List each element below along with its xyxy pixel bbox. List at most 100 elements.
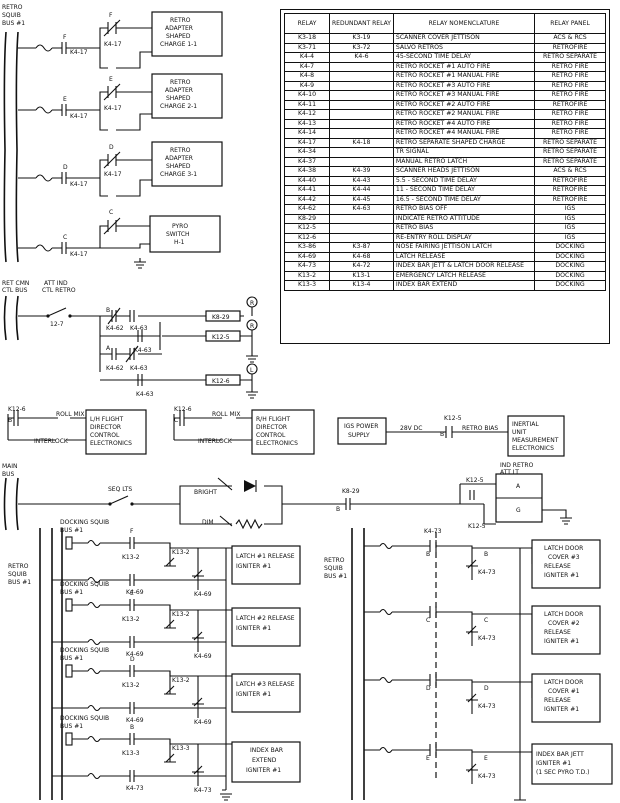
cell-relay: K4-40: [284, 175, 330, 186]
cell-redundant-relay: K4-18: [329, 137, 394, 148]
charge-box-line: ADAPTER: [165, 155, 193, 162]
cell-relay: K3-71: [284, 42, 330, 53]
fuse-icon: [379, 746, 393, 754]
box-line: RELEASE: [544, 697, 571, 704]
cell-redundant-relay: [329, 156, 394, 167]
box-line: INDEX BAR: [250, 747, 283, 754]
relay-label-2: K4-17: [70, 181, 88, 188]
box-line: DIRECTOR: [256, 424, 287, 431]
cell-panel: RETRO FIRE: [534, 71, 606, 82]
lamp-a-label: A: [516, 483, 521, 490]
cell-nomenclature: RETRO ROCKET #2 AUTO FIRE: [392, 99, 536, 110]
relay-label: K4-69: [194, 653, 212, 660]
cell-panel: IGS: [534, 223, 606, 234]
box-line: INDEX BAR JETT: [536, 751, 584, 758]
relay-label: K4-73: [478, 773, 496, 780]
bus-bar-left-edge: [3, 31, 7, 263]
box-line: LATCH DOOR: [544, 545, 583, 552]
contact-letter: C: [426, 617, 430, 624]
relay-label: K13-2: [172, 549, 190, 556]
fuse-icon: [379, 542, 393, 550]
box-line: EXTEND: [252, 757, 277, 764]
ground-icon: [246, 355, 258, 363]
cell-redundant-relay: [329, 223, 394, 234]
cell-redundant-relay: [329, 213, 394, 224]
cell-relay: K3-86: [284, 242, 330, 253]
box-line: IGNITER #1: [236, 563, 271, 570]
ground-icon: [542, 509, 572, 525]
relay-label-2: K4-17: [70, 49, 88, 56]
cell-relay: K4-41: [284, 185, 330, 196]
contact-letter: B: [440, 431, 444, 438]
relay-coil-label: K8-29: [212, 314, 230, 321]
cell-panel: RETRO SEPARATE: [534, 147, 606, 158]
relay-label: K13-2: [122, 616, 140, 623]
box-line: R/H FLIGHT: [256, 416, 290, 423]
col-relay: RELAY: [284, 13, 330, 34]
fuse-icon: [87, 735, 101, 780]
box-line: LATCH #1 RELEASE: [236, 553, 295, 560]
cell-redundant-relay: K3-72: [329, 42, 394, 53]
cell-redundant-relay: [329, 80, 394, 91]
relay-label: K4-69: [194, 591, 212, 598]
charge-box: [151, 73, 223, 119]
relay-coil: [205, 374, 241, 386]
charge-box-line: RETRO: [170, 17, 191, 24]
charge-box-line: RETRO: [170, 147, 191, 154]
relay-label: K4-73: [126, 785, 144, 792]
latch-door-row-4: E E K4-73 INDEX BAR JETT IGNITER #1 (1 S…: [364, 743, 613, 785]
cell-panel: RETRO SEPARATE: [534, 137, 606, 148]
switch-id: 12-7: [50, 321, 64, 328]
bus-bar: [3, 295, 7, 341]
cell-redundant-relay: K4-44: [329, 185, 394, 196]
cell-nomenclature: INDEX BAR JETT & LATCH DOOR RELEASE: [392, 261, 536, 272]
contact-letter: D: [484, 685, 489, 692]
box-line: CONTROL: [90, 432, 120, 439]
latch-door-section: RETRO SQUIB BUS #1 K4-73 B B K4-73 LATCH…: [324, 528, 613, 801]
box-line: LATCH #2 RELEASE: [236, 615, 295, 622]
relay-table: RELAY REDUNDANT RELAY RELAY NOMENCLATURE…: [284, 13, 606, 291]
box-line: LATCH DOOR: [544, 611, 583, 618]
cell-panel: RETRO FIRE: [534, 80, 606, 91]
box-line: INERTIAL: [512, 421, 539, 428]
relay-label: K4-63: [130, 325, 148, 332]
cell-nomenclature: RETRO ROCKET #1 AUTO FIRE: [392, 61, 536, 72]
cell-panel: IGS: [534, 204, 606, 215]
contact-letter: E: [63, 96, 67, 103]
contact-letter: D: [426, 685, 431, 692]
switch-label: CTL RETRO: [42, 287, 76, 294]
cell-redundant-relay: K4-63: [329, 204, 394, 215]
cell-panel: RETROFIRE: [534, 42, 606, 53]
relay-label: K8-29: [342, 488, 360, 495]
latch-release-box: [231, 607, 301, 647]
cell-nomenclature: 16.5 - SECOND TIME DELAY: [392, 194, 536, 205]
cell-nomenclature: RETRO SEPARATE SHAPED CHARGE: [392, 137, 536, 148]
relay-label: K4-17: [104, 41, 122, 48]
contact-letter: C: [174, 417, 178, 424]
pyro-switch-box: [149, 215, 221, 253]
cell-panel: RETROFIRE: [534, 185, 606, 196]
cell-nomenclature: RE-ENTRY ROLL DISPLAY: [392, 232, 536, 243]
charge-box-line: SHAPED: [166, 33, 191, 40]
cell-panel: DOCKING: [534, 242, 606, 253]
relay-label: K13-2: [172, 677, 190, 684]
contact-letter: E: [484, 755, 488, 762]
bus-label: BUS #1: [8, 579, 31, 586]
relay-label: K4-69: [194, 719, 212, 726]
docking-row-latch-2: DOCKING SQUIB BUS #1 E K13-2 K13-2 K4-69…: [52, 581, 301, 660]
relay-label: K12-5: [444, 415, 462, 422]
return-line: [514, 548, 526, 801]
relay-label: K12-5: [466, 477, 484, 484]
cell-relay: K4-10: [284, 90, 330, 101]
cell-nomenclature: EMERGENCY LATCH RELEASE: [392, 270, 536, 281]
roll-mix-label: ROLL MIX: [212, 411, 241, 418]
cell-redundant-relay: K3-87: [329, 242, 394, 253]
